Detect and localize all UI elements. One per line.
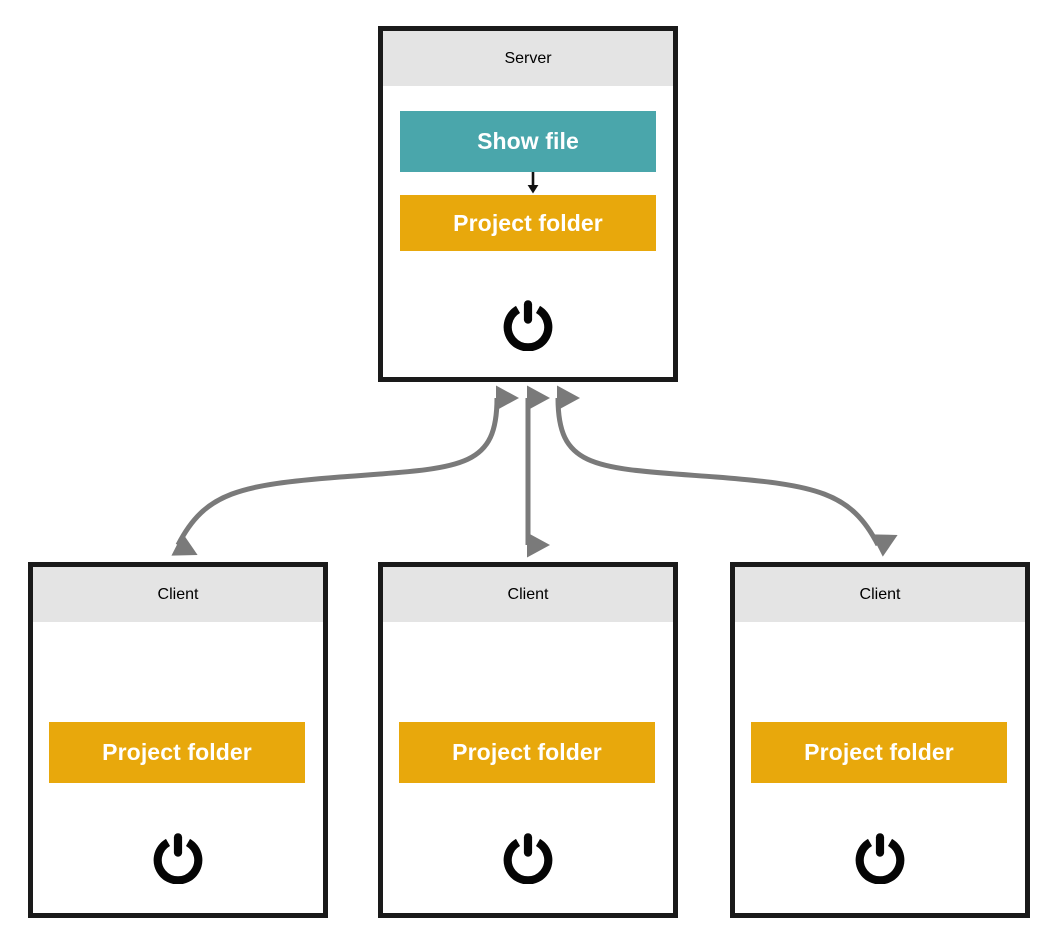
client-2-project-folder-label: Project folder xyxy=(452,739,602,765)
server-project-folder-chip[interactable]: Project folder xyxy=(400,195,656,251)
client-node-3[interactable]: Client Project folder xyxy=(730,562,1030,918)
server-show-file-label: Show file xyxy=(477,128,579,154)
client-2-header-label: Client xyxy=(507,585,549,603)
client-3-project-folder-chip[interactable]: Project folder xyxy=(751,722,1007,783)
client-3-project-folder-label: Project folder xyxy=(804,739,954,765)
server-header: Server xyxy=(383,31,673,86)
client-2-header: Client xyxy=(383,567,673,622)
server-node[interactable]: Server Show file Project folder xyxy=(378,26,678,382)
client-2-project-folder-chip[interactable]: Project folder xyxy=(399,722,655,783)
client-node-1[interactable]: Client Project folder xyxy=(28,562,328,918)
server-show-file-chip[interactable]: Show file xyxy=(400,111,656,172)
client-2-power-icon[interactable] xyxy=(502,832,554,884)
client-3-power-icon[interactable] xyxy=(854,832,906,884)
edge-server-client-1 xyxy=(171,385,519,556)
client-1-header-label: Client xyxy=(157,585,199,603)
server-header-label: Server xyxy=(504,49,552,67)
client-1-header: Client xyxy=(33,567,323,622)
server-project-folder-label: Project folder xyxy=(453,209,603,236)
client-3-header-label: Client xyxy=(859,585,901,603)
edge-server-client-3 xyxy=(555,385,898,557)
client-1-project-folder-chip[interactable]: Project folder xyxy=(49,722,305,783)
client-1-project-folder-label: Project folder xyxy=(102,739,252,765)
client-1-power-icon[interactable] xyxy=(152,832,204,884)
client-3-header: Client xyxy=(735,567,1025,622)
server-power-icon[interactable] xyxy=(502,299,554,351)
server-internal-down-arrow-icon xyxy=(527,172,539,194)
client-node-2[interactable]: Client Project folder xyxy=(378,562,678,918)
